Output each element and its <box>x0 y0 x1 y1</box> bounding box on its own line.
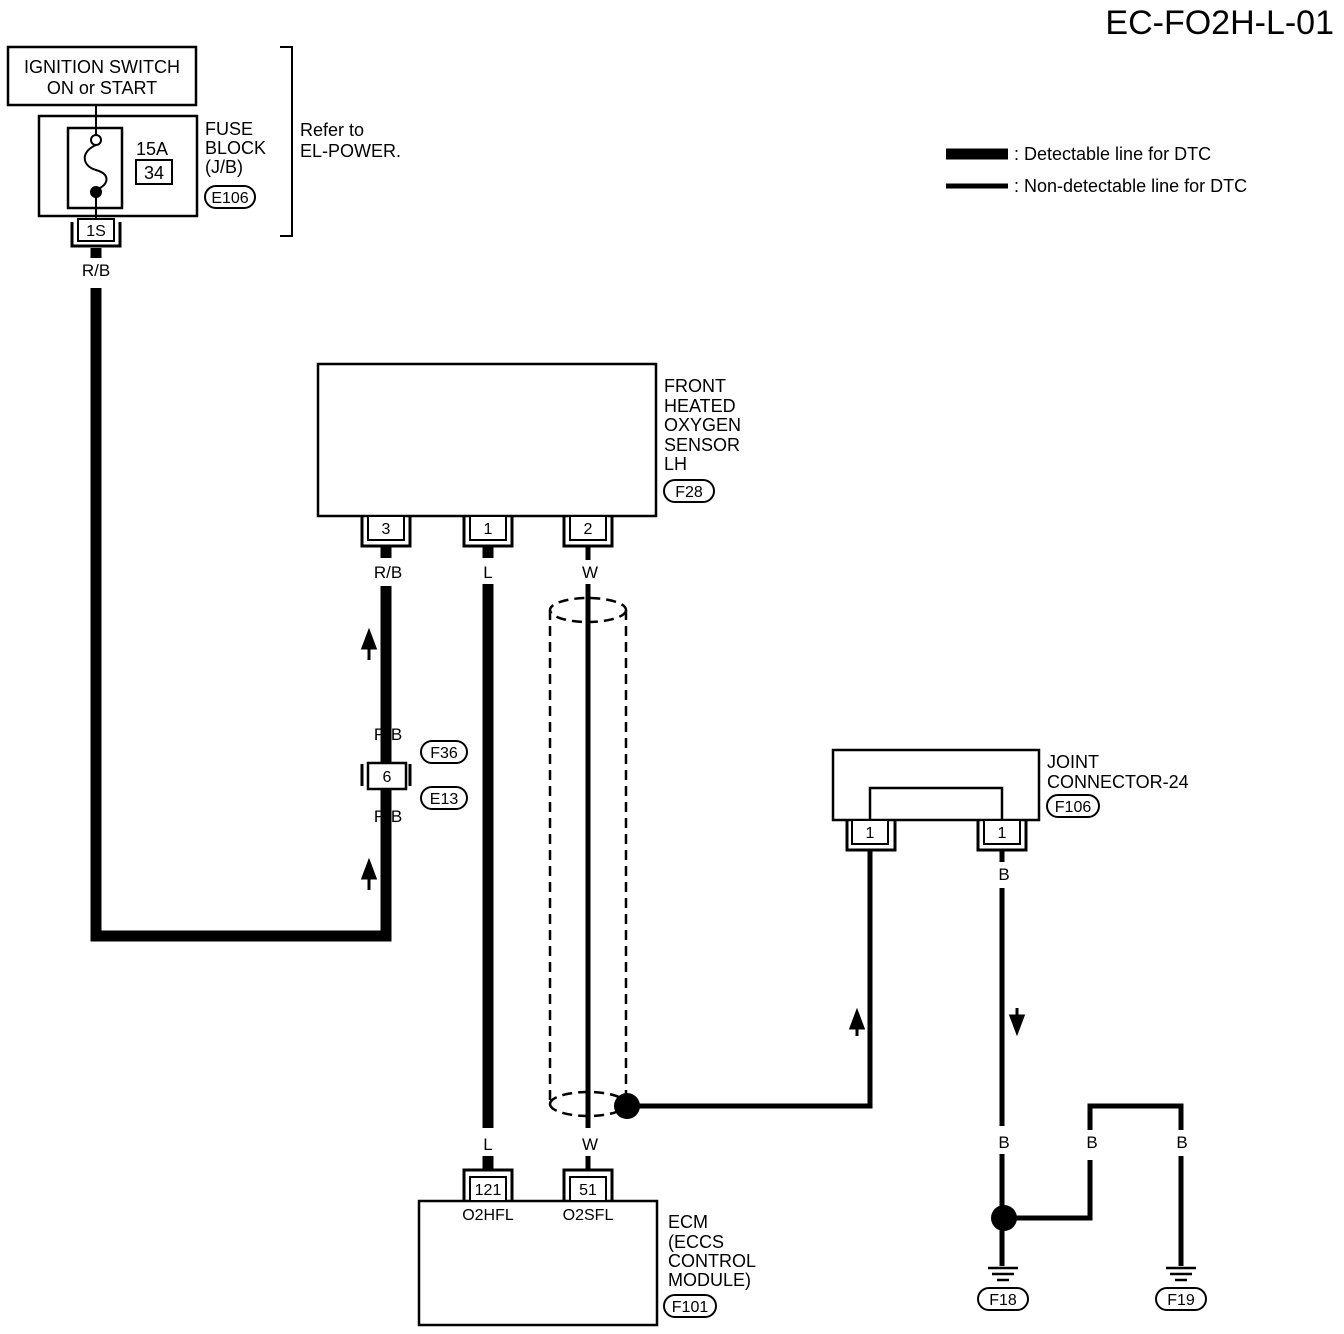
connector-tag-e106 <box>204 185 256 209</box>
svg-text:R/B: R/B <box>374 725 402 744</box>
svg-text:F106: F106 <box>1055 799 1092 816</box>
svg-text:BLOCK: BLOCK <box>205 138 266 158</box>
ignition-switch: IGNITION SWITCH ON or START <box>6 45 198 107</box>
svg-text:FRONT: FRONT <box>664 376 726 396</box>
sensor-pin-3: 3 <box>382 521 391 538</box>
ground-f19: F19 <box>1155 1266 1207 1311</box>
wire-label-b-joint: B <box>998 865 1009 884</box>
wire-label-l-top: L <box>483 563 492 582</box>
ecm-pin-name-o2hfl: O2HFL <box>462 1207 514 1224</box>
svg-text:R/B: R/B <box>374 807 402 826</box>
svg-text:EL-POWER.: EL-POWER. <box>300 141 401 161</box>
svg-text:(ECCS: (ECCS <box>668 1232 724 1252</box>
sensor-pin-1: 1 <box>484 521 493 538</box>
connector-tag-f36 <box>420 740 468 764</box>
ecm-pin-121: 121 <box>475 1182 502 1199</box>
fuse-number: 34 <box>144 163 164 183</box>
wire-label-rb-fuse: R/B <box>82 261 110 280</box>
svg-text:E13: E13 <box>430 791 459 808</box>
connector-tag-e13 <box>420 786 468 810</box>
fuse-rating: 15A <box>136 139 168 159</box>
wire-label-rb-sensor: R/B <box>374 563 402 582</box>
svg-text:ON or START: ON or START <box>47 78 157 98</box>
svg-text:LH: LH <box>664 454 687 474</box>
arrow-up-icon <box>360 857 378 890</box>
svg-text:Refer to: Refer to <box>300 120 364 140</box>
ecm-pin-name-o2sfl: O2SFL <box>563 1207 614 1224</box>
svg-text:IGNITION SWITCH: IGNITION SWITCH <box>24 57 180 77</box>
front-heated-oxygen-sensor: FRONT HEATED OXYGEN SENSOR LH F28 3 1 2 <box>316 362 741 548</box>
refer-bracket: Refer to EL-POWER. <box>280 46 401 237</box>
svg-text:F18: F18 <box>989 1292 1017 1309</box>
ecm: 121 51 O2HFL O2SFL ECM (ECCS CONTROL MOD… <box>417 1168 756 1327</box>
svg-text:CONTROL: CONTROL <box>668 1251 756 1271</box>
wire-label-w-top: W <box>582 563 598 582</box>
svg-text:SENSOR: SENSOR <box>664 435 740 455</box>
connector-tag-f101 <box>663 1294 717 1318</box>
svg-text:MODULE): MODULE) <box>668 1270 751 1290</box>
wire-shield-drain <box>627 850 873 1109</box>
svg-text:F28: F28 <box>675 484 703 501</box>
legend: : Detectable line for DTC : Non-detectab… <box>946 144 1247 196</box>
sensor-pin-2: 2 <box>584 521 593 538</box>
svg-text:JOINT: JOINT <box>1047 752 1099 772</box>
shield <box>548 596 628 1118</box>
ecm-pin-51: 51 <box>579 1182 597 1199</box>
fuse-block: 15A 34 FUSE BLOCK (J/B) E106 1S R/B <box>37 105 266 280</box>
ground-f18: F18 <box>977 1266 1029 1311</box>
joint-pin-right: 1 <box>998 825 1007 842</box>
wire-label-b-ground1: B <box>998 1133 1009 1152</box>
svg-text:F101: F101 <box>672 1299 709 1316</box>
legend-non-detectable-text: : Non-detectable line for DTC <box>1014 176 1247 196</box>
arrow-up-icon <box>360 627 378 660</box>
svg-text:ECM: ECM <box>668 1212 708 1232</box>
arrow-down-icon <box>1008 1008 1026 1037</box>
svg-text:F36: F36 <box>430 745 458 762</box>
terminal-1s: 1S <box>86 223 106 240</box>
wire-label-w-bottom: W <box>582 1135 598 1154</box>
connector-tag-f106 <box>1046 794 1100 818</box>
svg-text:6: 6 <box>383 769 392 786</box>
diagram-title: EC-FO2H-L-01 <box>1105 4 1334 42</box>
inline-connector: R/B 6 R/B F36 E13 <box>360 725 468 826</box>
joint-connector: JOINT CONNECTOR-24 F106 1 1 <box>831 748 1189 852</box>
wire-label-b-ground2: B <box>1086 1133 1097 1152</box>
svg-text:OXYGEN: OXYGEN <box>664 415 741 435</box>
svg-text:F19: F19 <box>1167 1292 1195 1309</box>
joint-pin-left: 1 <box>866 825 875 842</box>
arrow-up-icon <box>848 1007 866 1036</box>
svg-text:E106: E106 <box>211 190 248 207</box>
fuse-icon <box>83 144 108 191</box>
svg-text:FUSE: FUSE <box>205 119 253 139</box>
legend-detectable-text: : Detectable line for DTC <box>1014 144 1211 164</box>
svg-text:(J/B): (J/B) <box>205 157 243 177</box>
wire-rb-power <box>90 248 392 942</box>
svg-text:HEATED: HEATED <box>664 396 736 416</box>
svg-text:CONNECTOR-24: CONNECTOR-24 <box>1047 772 1189 792</box>
wire-label-b-ground3: B <box>1176 1133 1187 1152</box>
connector-tag-f28 <box>663 479 715 503</box>
wire-label-l-bottom: L <box>483 1135 492 1154</box>
